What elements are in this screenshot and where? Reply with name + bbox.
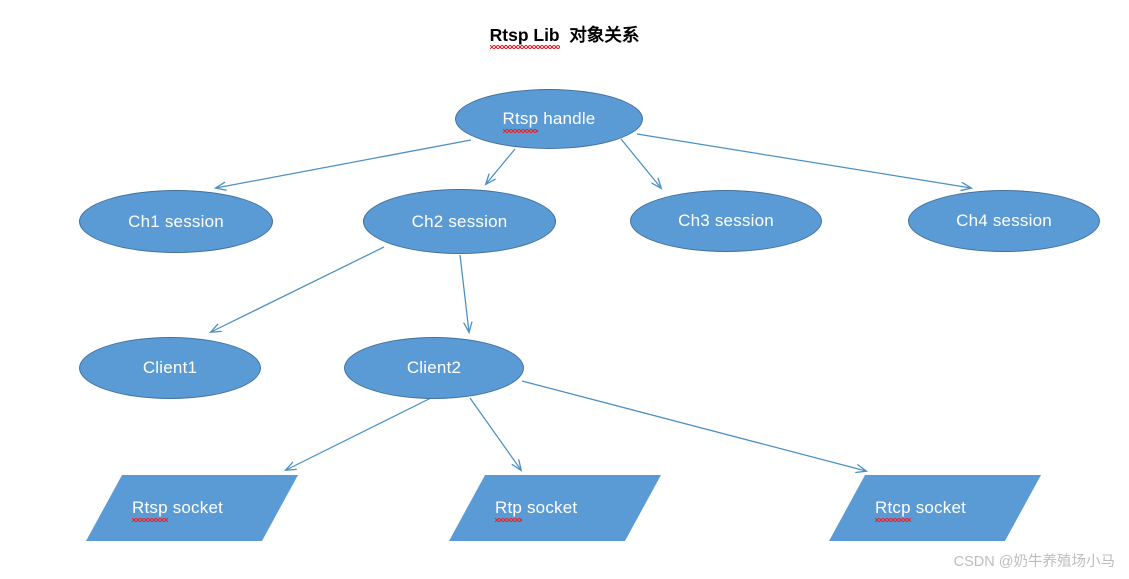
node-label: Client2 bbox=[406, 358, 462, 377]
watermark: CSDN @奶牛养殖场小马 bbox=[953, 554, 1115, 570]
node-ch2-session[interactable]: Ch2 session bbox=[363, 189, 556, 254]
node-label-rest: socket bbox=[522, 498, 578, 517]
page-title-cjk-text: 对象关系 bbox=[569, 25, 640, 45]
node-label-rest: socket bbox=[167, 498, 224, 517]
edge-client2-to-rtcp-socket bbox=[521, 380, 869, 474]
node-ch4-session[interactable]: Ch4 session bbox=[908, 190, 1100, 252]
node-rtcp-socket[interactable]: Rtcp socket bbox=[829, 475, 1041, 541]
spellcheck-underlined-word: Rtcp bbox=[875, 498, 911, 522]
node-label: Rtsp handle bbox=[502, 109, 596, 133]
spellcheck-underlined-word: Rtp bbox=[495, 498, 523, 522]
node-ch1-session[interactable]: Ch1 session bbox=[79, 190, 273, 253]
edge-ch2-session-to-client2 bbox=[459, 254, 473, 335]
node-label: Ch3 session bbox=[678, 211, 774, 230]
edge-rtsp-handle-to-ch3-session bbox=[620, 138, 663, 190]
node-client2[interactable]: Client2 bbox=[344, 337, 524, 399]
edge-ch2-session-to-client1 bbox=[208, 246, 385, 333]
node-label: Rtcp socket bbox=[875, 498, 967, 522]
edge-rtsp-handle-to-ch1-session bbox=[213, 139, 472, 191]
node-label: Rtp socket bbox=[495, 498, 578, 522]
node-label: Ch1 session bbox=[128, 211, 224, 231]
node-client1[interactable]: Client1 bbox=[79, 337, 261, 399]
edge-rtsp-handle-to-ch2-session bbox=[484, 148, 516, 186]
spellcheck-underlined-word: Rtsp bbox=[502, 109, 539, 133]
page-title-latin: Rtsp Lib bbox=[489, 25, 560, 49]
page-title: Rtsp Lib 对象关系 bbox=[0, 22, 1129, 49]
node-label: Rtsp socket bbox=[132, 498, 224, 522]
node-label: Ch4 session bbox=[956, 211, 1052, 230]
node-label: Ch2 session bbox=[411, 211, 508, 231]
edge-rtsp-handle-to-ch4-session bbox=[636, 133, 974, 192]
node-label: Client1 bbox=[142, 358, 198, 377]
node-rtp-socket[interactable]: Rtp socket bbox=[449, 475, 661, 541]
node-ch3-session[interactable]: Ch3 session bbox=[630, 190, 822, 252]
node-rtsp-handle[interactable]: Rtsp handle bbox=[455, 89, 643, 149]
edge-client2-to-rtp-socket bbox=[469, 397, 523, 472]
node-label-rest: socket bbox=[910, 498, 967, 517]
node-rtsp-socket[interactable]: Rtsp socket bbox=[86, 475, 298, 541]
page-title-cjk bbox=[560, 25, 570, 45]
edge-client2-to-rtsp-socket bbox=[283, 396, 434, 472]
spellcheck-underlined-word: Rtsp bbox=[132, 498, 168, 522]
node-label-rest: handle bbox=[538, 109, 596, 128]
